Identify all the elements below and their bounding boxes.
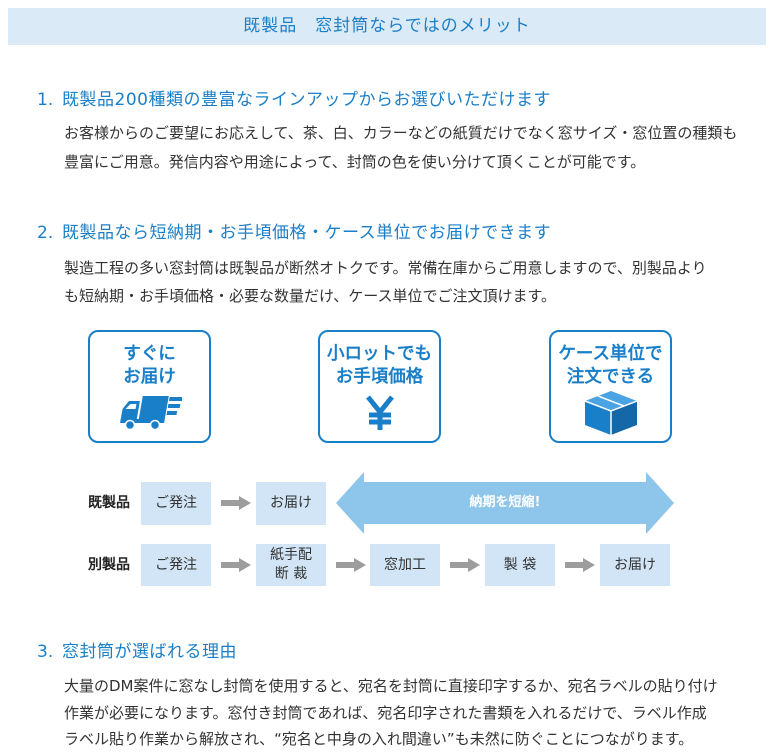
section-number: 2. (37, 223, 54, 243)
body-line: 製造工程の多い窓封筒は既製品が断然オトクです。常備在庫からご用意しますので、別製… (64, 259, 707, 277)
arrow-right-icon (336, 558, 366, 572)
flow-step: 製 袋 (485, 544, 555, 586)
step-label: 断 裁 (274, 566, 308, 582)
flow-step: 紙手配 断 裁 (256, 544, 326, 586)
feature-icon-wrap (90, 390, 209, 436)
arrow-right-icon (450, 558, 480, 572)
step-label: 紙手配 (270, 547, 312, 563)
step-label: ご発注 (155, 495, 197, 511)
truck-icon (119, 396, 182, 431)
feature-line: 小ロットでも (327, 344, 432, 364)
body-line: 作業が必要になります。窓付き封筒であれば、宛名印字された書類を入れるだけで、ラベ… (64, 703, 707, 722)
feature-icon-wrap (320, 390, 439, 436)
section-title: 窓封筒が選ばれる理由 (62, 642, 237, 662)
section-1-body: お客様からのご要望にお応えして、茶、白、カラーなどの紙質だけでなく窓サイズ・窓位… (64, 119, 737, 177)
flow-label-custom: 別製品 (88, 557, 130, 573)
section-title: 既製品なら短納期・お手頃価格・ケース単位でお届けできます (62, 223, 552, 243)
section-3-body: 大量のDM案件に窓なし封筒を使用すると、宛名を封筒に直接印字するか、宛名ラベルの… (64, 673, 718, 753)
feature-icon-wrap (551, 390, 670, 436)
section-number: 3. (37, 642, 54, 662)
box-icon (584, 391, 637, 435)
section-3-heading: 3. 窓封筒が選ばれる理由 (0, 641, 772, 663)
step-label: ご発注 (155, 556, 197, 573)
feature-text: すぐに お届け (90, 343, 209, 389)
step-label: 窓加工 (384, 556, 426, 573)
arrow-right-icon (565, 558, 595, 572)
feature-line: ケース単位で (558, 344, 663, 364)
flow-step: お届け (600, 544, 670, 586)
body-line: ラベル貼り作業から解放され、“宛名と中身の入れ間違い”も未然に防ぐことにつながり… (64, 730, 694, 748)
page-banner: 既製品 窓封筒ならではのメリット (8, 8, 766, 45)
body-line: 豊富にご用意。発信内容や用途によって、封筒の色を使い分けて頂くことが可能です。 (64, 153, 646, 171)
section-title: 既製品200種類の豊富なラインアップからお選びいただけます (62, 90, 551, 110)
section-2-heading: 2. 既製品なら短納期・お手頃価格・ケース単位でお届けできます (0, 222, 772, 244)
step-label: お届け (270, 495, 312, 511)
body-line: も短納期・お手頃価格・必要な数量だけ、ケース単位でご注文頂けます。 (64, 287, 557, 305)
feature-text: 小ロットでも お手頃価格 (320, 343, 439, 389)
yen-icon (365, 395, 394, 430)
arrow-right-icon (221, 558, 251, 572)
feature-case-order: ケース単位で 注文できる (549, 330, 672, 443)
feature-line: すぐに (123, 344, 176, 364)
feature-line: 注文できる (566, 367, 655, 387)
feature-fast-delivery: すぐに お届け (88, 330, 211, 443)
shortened-lead-time-label: 納期を短縮! (469, 495, 541, 510)
feature-line: お手頃価格 (335, 367, 424, 387)
flow-step: 窓加工 (370, 544, 440, 586)
section-1-heading: 1. 既製品200種類の豊富なラインアップからお選びいただけます (0, 89, 772, 111)
flow-step: ご発注 (141, 482, 211, 525)
feature-line: お届け (123, 367, 176, 387)
section-2-body: 製造工程の多い窓封筒は既製品が断然オトクです。常備在庫からご用意しますので、別製… (64, 254, 707, 310)
flow-step: ご発注 (141, 544, 211, 586)
step-label: 製 袋 (503, 556, 537, 573)
body-line: お客様からのご要望にお応えして、茶、白、カラーなどの紙質だけでなく窓サイズ・窓位… (64, 124, 738, 142)
feature-low-price: 小ロットでも お手頃価格 (318, 330, 441, 443)
flow-step: お届け (256, 482, 326, 525)
arrow-right-icon (221, 496, 251, 510)
shortened-lead-time-arrow (336, 472, 674, 534)
step-label: お届け (614, 556, 656, 573)
body-line: 大量のDM案件に窓なし封筒を使用すると、宛名を封筒に直接印字するか、宛名ラベルの… (64, 677, 718, 695)
section-number: 1. (37, 90, 54, 110)
banner-title: 既製品 窓封筒ならではのメリット (243, 16, 531, 36)
feature-text: ケース単位で 注文できる (551, 343, 670, 389)
flow-label-stock: 既製品 (88, 495, 130, 511)
